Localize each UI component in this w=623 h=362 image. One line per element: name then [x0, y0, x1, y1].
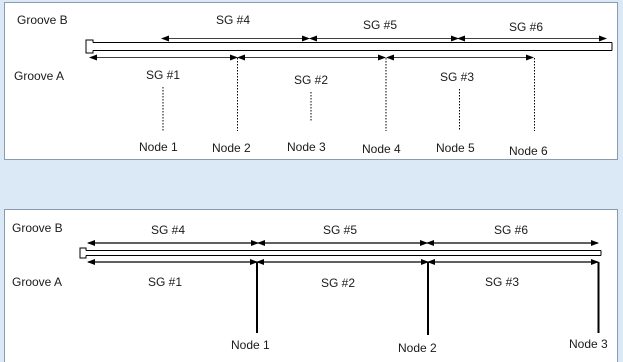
top-sg1-label: SG #1 [146, 68, 180, 82]
bottom-node-1: Node 1 [231, 338, 270, 352]
top-sg5-label: SG #5 [363, 18, 397, 32]
bottom-panel [4, 209, 618, 362]
top-node-4: Node 4 [362, 142, 401, 156]
top-node-1: Node 1 [139, 140, 178, 154]
top-sg6-label: SG #6 [509, 20, 543, 34]
bottom-sg6-label: SG #6 [494, 223, 528, 237]
bottom-sg4-label: SG #4 [151, 223, 185, 237]
bottom-sg3-label: SG #3 [485, 275, 519, 289]
bottom-groove-b-label: Groove B [12, 221, 63, 235]
bottom-sg1-label: SG #1 [148, 275, 182, 289]
bottom-groove-a-label: Groove A [12, 275, 62, 289]
bottom-rod [79, 247, 602, 259]
top-node-3: Node 3 [287, 140, 326, 154]
top-node-6: Node 6 [509, 144, 548, 158]
top-sg3-label: SG #3 [440, 70, 474, 84]
top-groove-b-label: Groove B [17, 13, 68, 27]
top-node-2: Node 2 [212, 141, 251, 155]
top-panel [4, 2, 618, 160]
top-sg4-label: SG #4 [216, 13, 250, 27]
bottom-node-2: Node 2 [398, 341, 437, 355]
top-groove-a-label: Groove A [14, 69, 64, 83]
bottom-sg2-label: SG #2 [321, 276, 355, 290]
top-sg2-label: SG #2 [294, 73, 328, 87]
top-node-5: Node 5 [436, 141, 475, 155]
bottom-sg5-label: SG #5 [323, 223, 357, 237]
top-rod [85, 39, 613, 54]
bottom-node-3: Node 3 [569, 337, 608, 351]
